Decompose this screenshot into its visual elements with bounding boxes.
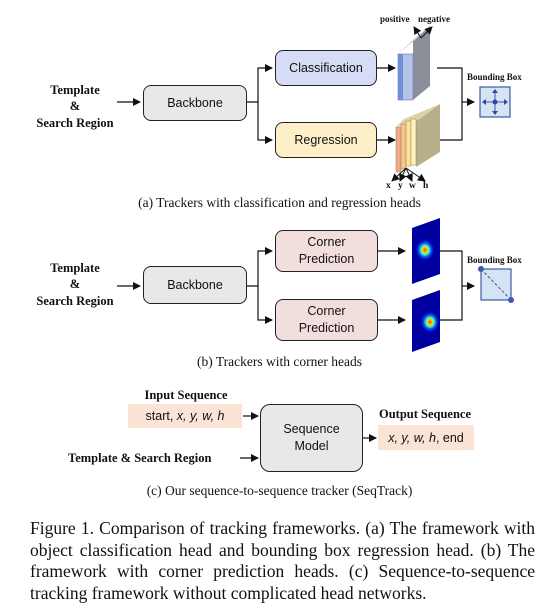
input-sequence-prefix: start, [145, 409, 177, 423]
panel-a-caption: (a) Trackers with classification and reg… [138, 195, 421, 210]
axis-y-label: y [398, 181, 403, 191]
sequence-model-box: Sequence Model [260, 404, 363, 472]
corner-prediction-box-top: Corner Prediction [275, 230, 378, 272]
panel-a-connectors [117, 64, 475, 144]
panel-a-backbone-box: Backbone [143, 85, 247, 121]
regression-box: Regression [275, 122, 377, 158]
axis-x-label: x [386, 181, 391, 191]
pos-neg-arrows [413, 26, 433, 39]
corner-heatmap-bottom [412, 290, 440, 352]
panel-b-caption: (b) Trackers with corner heads [197, 354, 362, 369]
panel-c-caption: (c) Our sequence-to-sequence tracker (Se… [146, 483, 413, 498]
bbox-label-b: Bounding Box [467, 255, 522, 265]
input-sequence-label: Input Sequence [144, 388, 228, 402]
corner-heatmap-top [412, 218, 440, 284]
panel-a-input-label: Template & Search Region [36, 83, 114, 130]
bbox-label-a: Bounding Box [467, 72, 522, 82]
output-sequence-box: x, y, w, h, end [378, 425, 474, 450]
positive-label: positive [380, 14, 410, 24]
bbox-icon-a [479, 86, 511, 118]
classification-box: Classification [275, 50, 377, 86]
bbox-icon-b [478, 266, 514, 303]
axis-h-label: h [423, 181, 429, 191]
regression-feature-map [395, 104, 440, 173]
output-sequence-suffix: , end [435, 430, 464, 445]
panel-c-connectors [240, 412, 377, 462]
figure-caption: Figure 1. Comparison of tracking framewo… [30, 518, 535, 603]
negative-label: negative [418, 14, 450, 24]
regression-axis-arrows [391, 167, 426, 182]
panel-b-connectors [117, 247, 475, 324]
output-sequence-label: Output Sequence [378, 407, 472, 421]
input-sequence-box: start, x, y, w, h [128, 404, 242, 428]
classification-feature-map [397, 26, 430, 101]
axis-w-label: w [409, 181, 416, 191]
input-sequence-vars: x, y, w, h [176, 409, 225, 423]
template-search-region-label: Template & Search Region [68, 451, 212, 465]
corner-prediction-box-bottom: Corner Prediction [275, 299, 378, 341]
panel-b-input-label: Template & Search Region [36, 261, 114, 308]
output-sequence-vars: x, y, w, h [388, 430, 436, 445]
panel-b-backbone-box: Backbone [143, 266, 247, 304]
